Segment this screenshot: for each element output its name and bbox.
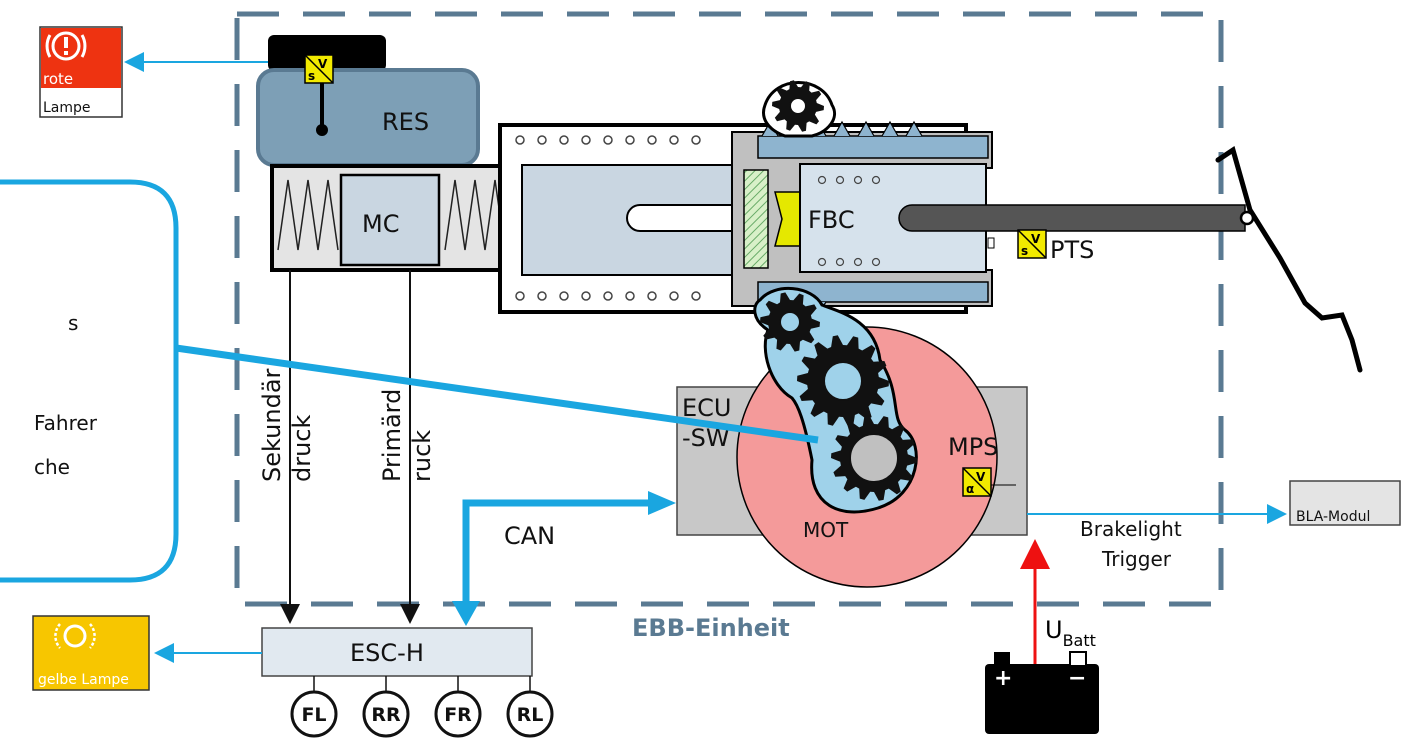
svg-text:α: α <box>966 482 974 496</box>
ubatt-label: UBatt <box>1045 616 1096 650</box>
red-lamp-label-2: Lampe <box>43 100 91 116</box>
svg-text:+: + <box>994 666 1012 691</box>
can-arrow-down <box>452 601 480 626</box>
fbc-label: FBC <box>808 206 855 234</box>
svg-text:FR: FR <box>444 704 472 726</box>
pushrod-tip <box>626 204 738 232</box>
bla-module <box>1289 480 1401 526</box>
callout-box <box>0 179 179 583</box>
mps-label: MPS <box>948 433 998 461</box>
ecu-label-1: ECU <box>682 394 732 422</box>
reservoir-sensor-icon: V s <box>304 54 334 84</box>
brakelight-label-1: Brakelight <box>1080 517 1182 541</box>
wheels: FL RR FR RL <box>290 676 554 738</box>
svg-text:s: s <box>1021 244 1028 258</box>
can-arrow-right <box>648 491 676 515</box>
middle-gear <box>797 335 889 427</box>
svg-text:s: s <box>308 69 315 83</box>
ebb-unit-label: EBB-Einheit <box>632 614 790 642</box>
callout-line-3: che <box>34 455 70 479</box>
battery: + − <box>985 651 1099 734</box>
mc-label: MC <box>362 210 399 238</box>
can-label: CAN <box>504 522 555 550</box>
svg-text:ruck: ruck <box>408 430 436 482</box>
gears <box>760 80 917 501</box>
top-gear <box>772 80 824 132</box>
svg-text:Sekundär: Sekundär <box>258 368 286 482</box>
svg-text:FL: FL <box>301 704 326 726</box>
mot-label: MOT <box>803 518 849 542</box>
mc-spring-left <box>277 179 339 251</box>
callout-line-2: Fahrer <box>34 411 98 435</box>
pedal-pivot <box>1239 210 1255 226</box>
svg-text:V: V <box>1031 232 1041 246</box>
brake-warning-icon <box>45 31 87 61</box>
pts-sensor-icon: V s <box>987 229 1047 259</box>
reservoir <box>256 68 480 167</box>
fbc-spring-coils <box>817 175 881 267</box>
svg-text:V: V <box>318 57 328 71</box>
wheel-fr: FR <box>434 676 482 738</box>
svg-text:RR: RR <box>371 704 401 726</box>
brakelight-label-2: Trigger <box>1101 547 1172 571</box>
wheel-fl: FL <box>290 676 338 738</box>
esc-h-box <box>261 627 533 677</box>
wheel-rr: RR <box>362 676 410 738</box>
brake-pedal <box>1215 146 1363 373</box>
pts-label: PTS <box>1050 236 1094 264</box>
esc-h-label: ESC-H <box>350 639 424 667</box>
mc-piston <box>339 173 441 267</box>
svg-text:druck: druck <box>288 414 316 482</box>
reservoir-cap <box>268 35 386 71</box>
pedal-rod <box>898 204 1246 232</box>
yellow-lamp-label: gelbe Lampe <box>38 672 129 688</box>
feedback-yellow-element <box>774 191 801 247</box>
callout-pointer <box>175 344 819 444</box>
res-label: RES <box>382 108 429 136</box>
svg-text:Primärd: Primärd <box>378 389 406 482</box>
svg-text:RL: RL <box>517 704 544 726</box>
brake-pad-warning-icon <box>54 623 96 649</box>
wheel-rl: RL <box>506 676 554 738</box>
booster-spring-bottom <box>515 291 701 301</box>
primary-pressure-label: Primärd ruck <box>378 389 436 482</box>
secondary-pressure-label: Sekundär druck <box>258 368 316 482</box>
yellow-warning-lamp: gelbe Lampe <box>32 615 150 691</box>
booster-spring-top <box>515 135 701 145</box>
red-warning-lamp: rote Lampe <box>39 26 123 118</box>
feedback-hatched-disk <box>743 169 769 269</box>
motor-pinion <box>831 415 917 501</box>
svg-text:−: − <box>1068 666 1086 691</box>
can-bus <box>462 499 662 615</box>
small-gear <box>760 292 820 352</box>
mps-sensor-icon: V α <box>962 467 1016 497</box>
red-lamp-label-1: rote <box>43 70 73 88</box>
fbc-rack-top <box>757 135 989 159</box>
svg-text:V: V <box>976 470 986 484</box>
ebb-unit-boundary <box>234 11 1224 607</box>
callout-line-1: s <box>68 311 78 335</box>
bla-label: BLA-Modul <box>1296 509 1370 525</box>
